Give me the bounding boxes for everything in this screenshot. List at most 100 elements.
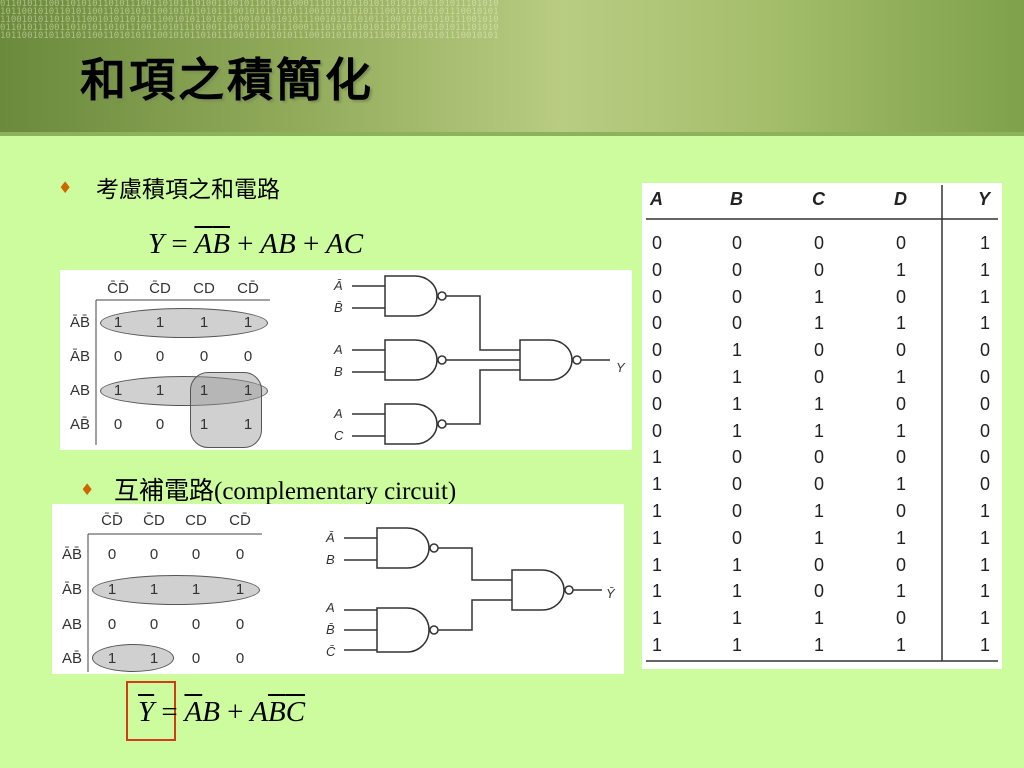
truth-table-cell: 0 [652,313,663,334]
eq1-term1-b: B [212,228,230,260]
truth-table-cell: 0 [896,393,907,414]
truth-table-cell: 0 [652,367,663,387]
truth-table-cell: 0 [896,233,907,253]
truth-table-cell: 0 [732,233,743,253]
kmap1-row-1: ĀB [69,348,90,365]
truth-table-cell: 0 [814,367,825,387]
kmap2-cell: 0 [107,546,117,563]
truth-table-cell: 1 [896,527,907,548]
circuit2-input-2: A [325,600,335,615]
truth-table-cell: 0 [896,286,907,307]
truth-table-cell: 1 [652,501,663,521]
truth-table-cell: 0 [896,340,907,361]
circuit1-input-5: C [334,428,344,443]
truth-table-cell: 1 [814,635,825,655]
eq1-term2: AB [260,228,296,260]
truth-table-cell: 1 [652,447,663,468]
kmap2-cell: 0 [191,546,201,563]
truth-table-cell: 0 [652,420,663,441]
kmap1-cell: 1 [199,382,209,399]
truth-table-cell: 0 [814,233,825,253]
equation-sop: Y = AB + AB + AC [148,228,363,261]
kmap2-col-2: CD [185,512,207,529]
kmap2-col-1: C̄D [143,512,165,529]
truth-table-cell: 0 [652,233,663,253]
kmap2-cell: 0 [191,650,201,667]
truth-table-cell: 0 [814,581,825,602]
kmap1-cell: 0 [113,416,123,433]
truth-table-cell: 1 [814,393,825,414]
bullet-text-complementary: 互補電路(complementary circuit) [114,478,457,505]
kmap1-cell: 1 [243,416,253,433]
truth-table-cell: 1 [814,420,825,441]
eq2-term2-c: C [285,696,306,728]
truth-table-header-a: A [650,189,663,209]
kmap2-cell: 1 [149,581,159,598]
eq2-term2-a: A [250,696,268,728]
truth-table-cell: 1 [980,527,991,548]
truth-table-cell: 0 [814,474,825,495]
truth-table-cell: 1 [814,527,825,548]
truth-table-cell: 1 [980,233,991,253]
truth-table-cell: 0 [980,340,991,361]
kmap1-col-1: C̄D [149,280,171,297]
nand-circuit-2: Ā B A B̄ C̄ Ȳ [325,527,616,659]
kmap1-cell: 0 [199,348,209,365]
kmap1-cell: 1 [155,314,165,331]
kmap2-cell: 0 [235,546,245,563]
truth-table-cell: 0 [732,527,743,548]
circuit1-output: Y [616,360,626,375]
sop-figure-panel: C̄D̄ C̄D CD CD̄ ĀB̄ ĀB AB AB̄ 1 1 1 1 0 … [60,270,632,450]
truth-table-header-c: C [812,189,825,209]
truth-table-header-d: D [894,189,907,209]
circuit1-input-4: A [333,406,343,421]
kmap2-cell: 0 [149,616,159,633]
truth-table-cell: 0 [652,259,663,280]
circuit2-input-1: B [326,552,335,567]
complementary-figure-panel: C̄D̄ C̄D CD CD̄ ĀB̄ ĀB AB AB̄ 0 0 0 0 1 … [52,504,624,674]
kmap1-cell: 1 [113,382,123,399]
eq2-term1-a: A [184,696,203,728]
kmap2-cell: 0 [107,616,117,633]
bullet-diamond-icon: ♦ [80,480,95,499]
truth-table-cell: 1 [652,554,663,575]
truth-table-cell: 0 [732,259,743,280]
kmap1-col-0: C̄D̄ [107,280,129,297]
truth-table-cell: 0 [732,286,743,307]
kmap2-col-3: CD̄ [229,512,251,529]
circuit2-input-3: B̄ [326,622,335,637]
kmap2-cell: 1 [107,581,117,598]
truth-table-cell: 1 [896,313,907,334]
truth-table-cell: 0 [732,447,743,468]
truth-table-cell: 0 [814,447,825,468]
truth-table-cell: 1 [896,581,907,602]
circuit1-input-2: A [333,342,343,357]
eq1-plus1: + [237,228,254,260]
truth-table-cell: 0 [652,393,663,414]
kmap2-cell: 1 [107,650,117,667]
truth-table-cell: 1 [896,420,907,441]
truth-table-cell: 0 [732,313,743,334]
kmap2-group-row1 [92,575,260,605]
kmap1-cell: 1 [199,416,209,433]
truth-table-cell: 0 [814,340,825,361]
truth-table-cell: 0 [896,501,907,521]
kmap2-row-0: ĀB̄ [61,546,82,563]
truth-table-cell: 1 [814,608,825,629]
eq1-y: Y [148,228,165,260]
truth-table-cell: 0 [652,286,663,307]
equation-complement: Y = AB + ABC [138,696,305,729]
kmap1-group-row2 [100,376,268,406]
kmap1-row-3: AB̄ [69,416,90,433]
truth-table-cell: 1 [980,581,991,602]
banner-bottom-bar [0,132,1024,136]
truth-table-cell: 1 [980,635,991,655]
truth-table-cell: 1 [652,635,663,655]
truth-table-cell: 1 [980,501,991,521]
kmap1-cell: 1 [199,314,209,331]
nand-circuit-1: Ā B̄ A B A C Y [333,275,626,445]
kmap1-row-2: AB [69,382,90,399]
truth-table-cell: 1 [814,286,825,307]
kmap2-cell: 1 [191,581,201,598]
